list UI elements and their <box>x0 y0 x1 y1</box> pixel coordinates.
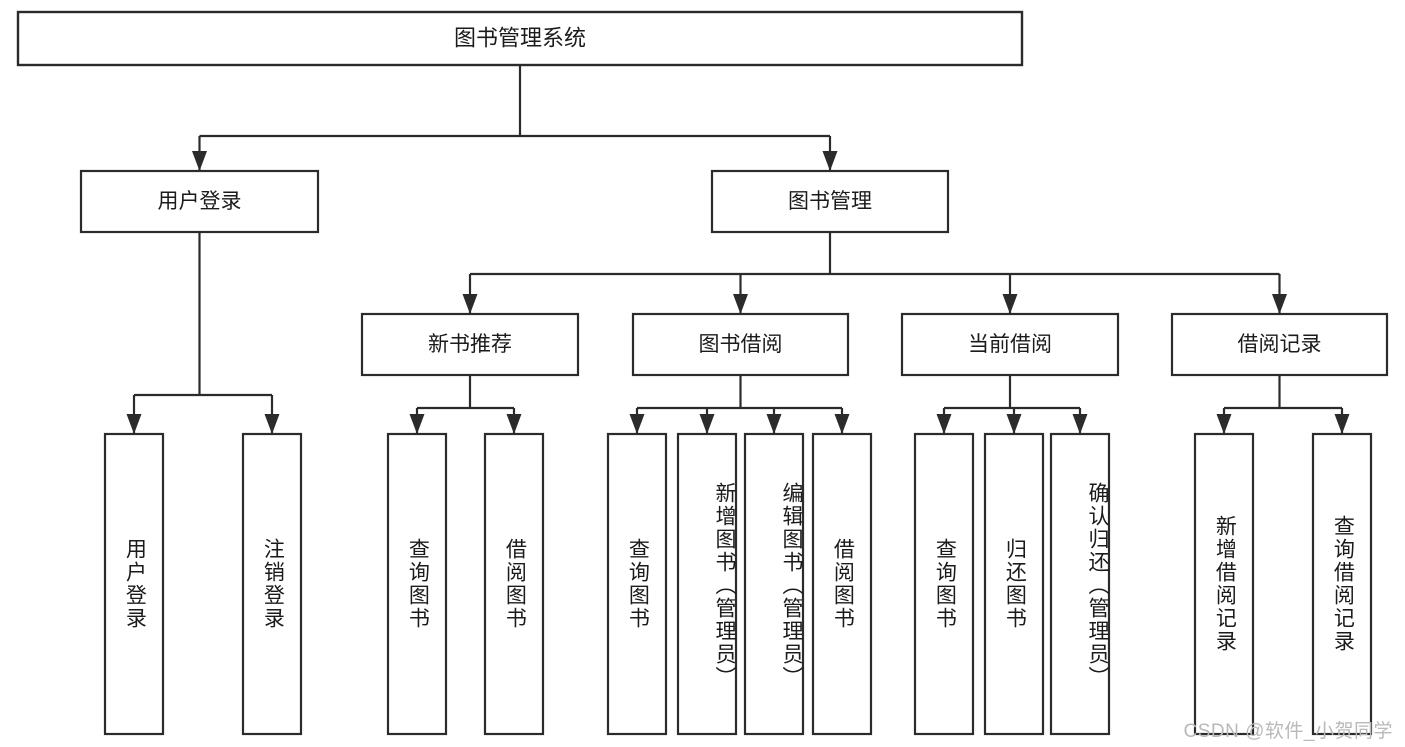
node-label-book-manage: 图书管理 <box>788 190 872 213</box>
arrow-head-icon-leaf-add-borrow-record <box>1216 414 1232 434</box>
connector-layer <box>126 65 1350 434</box>
node-box-leaf-query-book-1[interactable] <box>386 432 448 736</box>
node-box-leaf-confirm-return-admin[interactable] <box>1049 432 1111 736</box>
arrow-head-icon-book-borrow <box>733 294 748 314</box>
arrow-head-icon-borrow-record <box>1272 294 1287 314</box>
node-box-user-login[interactable] <box>79 169 320 234</box>
node-box-borrow-record[interactable] <box>1170 312 1389 377</box>
arrow-head-icon-leaf-borrow-book-2 <box>834 414 850 434</box>
arrow-head-icon-book-manage <box>822 151 838 171</box>
node-label-new-book-recommend: 新书推荐 <box>428 333 512 356</box>
node-box-new-book-recommend[interactable] <box>360 312 580 377</box>
node-label-root: 图书管理系统 <box>454 25 586 50</box>
arrow-head-icon-leaf-borrow-book-1 <box>506 414 522 434</box>
node-box-leaf-return-book[interactable] <box>983 432 1045 736</box>
arrow-head-icon-leaf-user-login <box>126 414 142 434</box>
node-label-book-borrow: 图书借阅 <box>699 333 783 356</box>
node-box-leaf-user-login[interactable] <box>103 432 165 736</box>
node-box-leaf-query-borrow-record[interactable] <box>1311 432 1373 736</box>
node-box-leaf-add-borrow-record[interactable] <box>1193 432 1255 736</box>
arrow-head-icon-new-book-recommend <box>462 294 478 314</box>
node-box-leaf-borrow-book-1[interactable] <box>483 432 545 736</box>
arrow-head-icon-leaf-query-borrow-record <box>1334 414 1350 434</box>
node-label-user-login: 用户登录 <box>158 190 242 213</box>
node-box-book-manage[interactable] <box>710 169 950 234</box>
arrow-head-icon-leaf-logout <box>264 414 280 434</box>
node-label-current-borrow: 当前借阅 <box>968 333 1052 356</box>
arrow-head-icon-leaf-return-book <box>1006 414 1022 434</box>
node-box-leaf-query-book-3[interactable] <box>913 432 975 736</box>
arrow-head-icon-current-borrow <box>1002 294 1018 314</box>
node-box-leaf-edit-book-admin[interactable] <box>743 432 805 736</box>
watermark: CSDN @软件_小贺同学 <box>1183 721 1393 742</box>
arrow-head-icon-leaf-confirm-return-admin <box>1072 414 1088 434</box>
arrow-head-icon-leaf-query-book-3 <box>936 414 952 434</box>
arrow-head-icon-leaf-edit-book-admin <box>766 414 782 434</box>
node-box-book-borrow[interactable] <box>631 312 850 377</box>
node-box-leaf-query-book-2[interactable] <box>606 432 668 736</box>
arrow-head-icon-user-login <box>192 151 207 171</box>
arrow-head-icon-leaf-query-book-2 <box>629 414 645 434</box>
arrow-head-icon-leaf-query-book-1 <box>409 414 425 434</box>
node-box-leaf-add-book-admin[interactable] <box>676 432 738 736</box>
node-box-current-borrow[interactable] <box>900 312 1120 377</box>
node-box-leaf-logout[interactable] <box>241 432 303 736</box>
node-box-leaf-borrow-book-2[interactable] <box>811 432 873 736</box>
arrow-head-icon-leaf-add-book-admin <box>699 414 715 434</box>
node-box-root[interactable] <box>16 10 1024 67</box>
node-label-borrow-record: 借阅记录 <box>1238 333 1322 356</box>
